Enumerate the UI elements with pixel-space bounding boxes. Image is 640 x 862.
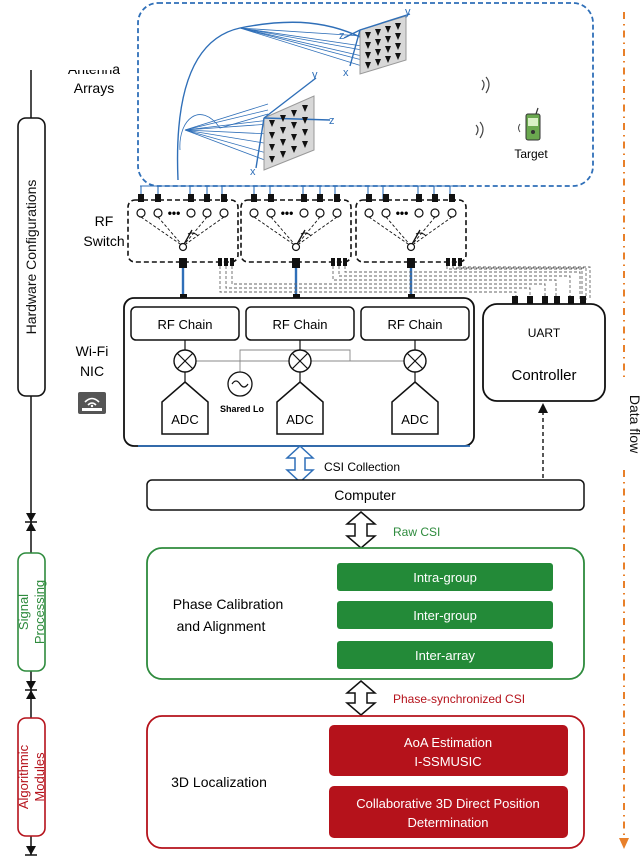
computer-label: Computer <box>334 487 396 503</box>
adc-3-label: ADC <box>401 412 428 427</box>
phase-sync-arrow <box>344 680 378 716</box>
rf-chain-2-label: RF Chain <box>273 317 328 332</box>
wifi-label-1: Wi-Fi <box>76 343 109 359</box>
phone-icon <box>518 107 541 141</box>
rf-chain-3-label: RF Chain <box>388 317 443 332</box>
rf-switch-1 <box>127 193 239 269</box>
shared-lo-label: Shared Lo <box>220 404 265 414</box>
dataflow-line <box>619 12 629 849</box>
intra-group-step <box>337 563 553 591</box>
position-label-1: Collaborative 3D Direct Position <box>356 796 540 811</box>
phase-sync-label: Phase-synchronized CSI <box>393 692 525 706</box>
wifi-label-2: NIC <box>80 363 104 379</box>
svg-text:z: z <box>339 30 345 42</box>
shared-lo-icon <box>227 371 253 397</box>
position-label-2: Determination <box>408 815 489 830</box>
controller-label: Controller <box>511 367 576 384</box>
aoa-label-2: I-SSMUSIC <box>414 754 481 769</box>
aoa-label-1: AoA Estimation <box>404 735 492 750</box>
uart-label: UART <box>528 326 561 340</box>
adc-shapes <box>161 381 439 435</box>
wifi-card-icon <box>78 392 106 414</box>
svg-text:y: y <box>405 6 411 18</box>
adc-2-label: ADC <box>286 412 313 427</box>
adc-1-label: ADC <box>171 412 198 427</box>
signal-label-box <box>17 552 46 672</box>
rf-switch-3 <box>355 193 467 269</box>
phase-calibration-title-1: Phase Calibration <box>173 596 284 612</box>
inter-array-step <box>337 641 553 669</box>
dataflow-label: Data flow <box>627 395 640 454</box>
algorithmic-label-1: Algorithmic <box>16 744 31 809</box>
target-label: Target <box>514 147 548 161</box>
cable-bundle <box>176 21 371 181</box>
csi-collection-label: CSI Collection <box>324 460 400 474</box>
rf-switch-label-2: Switch <box>83 233 124 249</box>
rf-switch-label-1: RF <box>95 213 114 229</box>
control-lines <box>219 266 591 300</box>
svg-text:x: x <box>343 67 349 79</box>
signal-label-2: Processing <box>32 580 47 644</box>
svg-text:z: z <box>329 115 335 127</box>
svg-text:y: y <box>312 69 318 81</box>
localization-title: 3D Localization <box>171 774 267 790</box>
signal-label-1: Signal <box>16 594 31 630</box>
intra-group-label: Intra-group <box>413 570 477 585</box>
svg-text:x: x <box>250 166 256 178</box>
aoa-module <box>329 725 568 776</box>
wave-icon <box>475 76 490 139</box>
csi-collection-arrow <box>138 444 470 484</box>
hardware-label-box <box>17 117 46 397</box>
algorithmic-label-box <box>17 717 46 837</box>
controller-box <box>482 303 606 402</box>
rf-switch-2 <box>240 193 352 269</box>
computer-box <box>146 479 585 511</box>
antenna-panel-bottom: y z x <box>250 69 335 178</box>
hardware-label: Hardware Configurations <box>23 180 39 335</box>
antenna-panel-top: y z x <box>339 6 411 79</box>
antenna-label-2: Arrays <box>74 80 114 96</box>
inter-group-step <box>337 601 553 629</box>
phase-calibration-title-2: and Alignment <box>177 618 266 634</box>
inter-array-label: Inter-array <box>415 648 475 663</box>
rf-chain-1-label: RF Chain <box>158 317 213 332</box>
algorithmic-label-2: Modules <box>32 752 47 802</box>
raw-csi-label: Raw CSI <box>393 525 440 539</box>
inter-group-label: Inter-group <box>413 608 477 623</box>
position-module <box>329 786 568 838</box>
raw-csi-arrow <box>344 511 378 549</box>
